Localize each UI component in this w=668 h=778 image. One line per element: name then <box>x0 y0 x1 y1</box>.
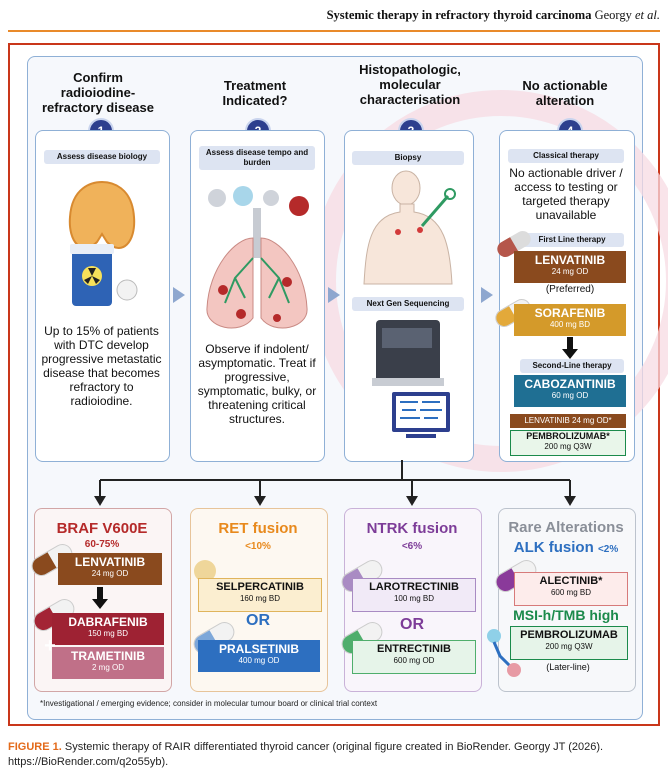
sequencer-illustration <box>372 320 450 438</box>
step4-title: No actionable alteration <box>522 78 608 108</box>
step3-tag-biopsy: Biopsy <box>352 151 464 165</box>
step3-tag-ngs: Next Gen Sequencing <box>352 297 464 311</box>
ntrk-pct: <6% <box>401 541 423 552</box>
lungs-illustration <box>206 186 309 329</box>
branch-connector <box>94 460 576 506</box>
step2-text: Observe if indolent/ asymptomatic. Treat… <box>197 342 317 426</box>
msi-title: MSI-h/TMB high <box>513 607 619 623</box>
biopsy-illustration <box>363 170 456 285</box>
rare-title: Rare Alterations <box>508 519 624 536</box>
step1-tag: Assess disease biology <box>44 150 160 164</box>
rare-drug-alectinib: ALECTINIB*600 mg BD <box>514 572 628 606</box>
arrow-1-2 <box>173 287 185 303</box>
header-rule <box>8 30 660 32</box>
thyroid-illustration <box>68 180 138 306</box>
tablet-icon <box>194 560 216 582</box>
ntrk-or: OR <box>400 616 424 633</box>
ntrk-title: NTRK fusion <box>366 520 458 537</box>
antibody-icon <box>487 629 521 677</box>
arrow-down-icon <box>562 337 578 359</box>
arrow-3-4 <box>481 287 493 303</box>
arrow-down-icon <box>92 587 108 609</box>
ret-pct: <10% <box>245 541 271 552</box>
step2-title: Treatment Indicated? <box>222 78 288 108</box>
first-line-label: First Line therapy <box>520 233 624 247</box>
ret-or: OR <box>246 612 270 629</box>
braf-title: BRAF V600E <box>56 520 148 537</box>
pembrolizumab-note: (Later-line) <box>546 662 590 672</box>
step3-title: Histopathologic, molecular characterisat… <box>359 62 461 107</box>
braf-pct: 60-75% <box>84 539 120 550</box>
footnote: *Investigational / emerging evidence; co… <box>40 699 378 708</box>
alk-title: ALK fusion <2% <box>513 539 619 556</box>
running-head: Systemic therapy in refractory thyroid c… <box>326 8 660 22</box>
step4-tag: Classical therapy <box>508 149 624 163</box>
lenvatinib-note: (Preferred) <box>545 284 595 295</box>
figure-caption: FIGURE 1. Systemic therapy of RAIR diffe… <box>8 741 604 768</box>
second-line-label: Second-Line therapy <box>520 359 624 373</box>
ret-title: RET fusion <box>218 520 298 537</box>
step4-text: No actionable driver / access to testing… <box>509 166 623 222</box>
arrow-2-3 <box>328 287 340 303</box>
step1-text: Up to 15% of patients with DTC develop p… <box>41 324 162 408</box>
drug-pembrolizumab-combo: PEMBROLIZUMAB*200 mg Q3W <box>510 430 626 456</box>
plus-sign: + <box>44 635 56 657</box>
step2-tag: Assess disease tempo and burden <box>199 146 315 170</box>
drug-lenvatinib-combo: LENVATINIB 24 mg OD* <box>510 414 626 428</box>
step1-title: Confirm radioiodine-refractory disease <box>41 70 154 115</box>
